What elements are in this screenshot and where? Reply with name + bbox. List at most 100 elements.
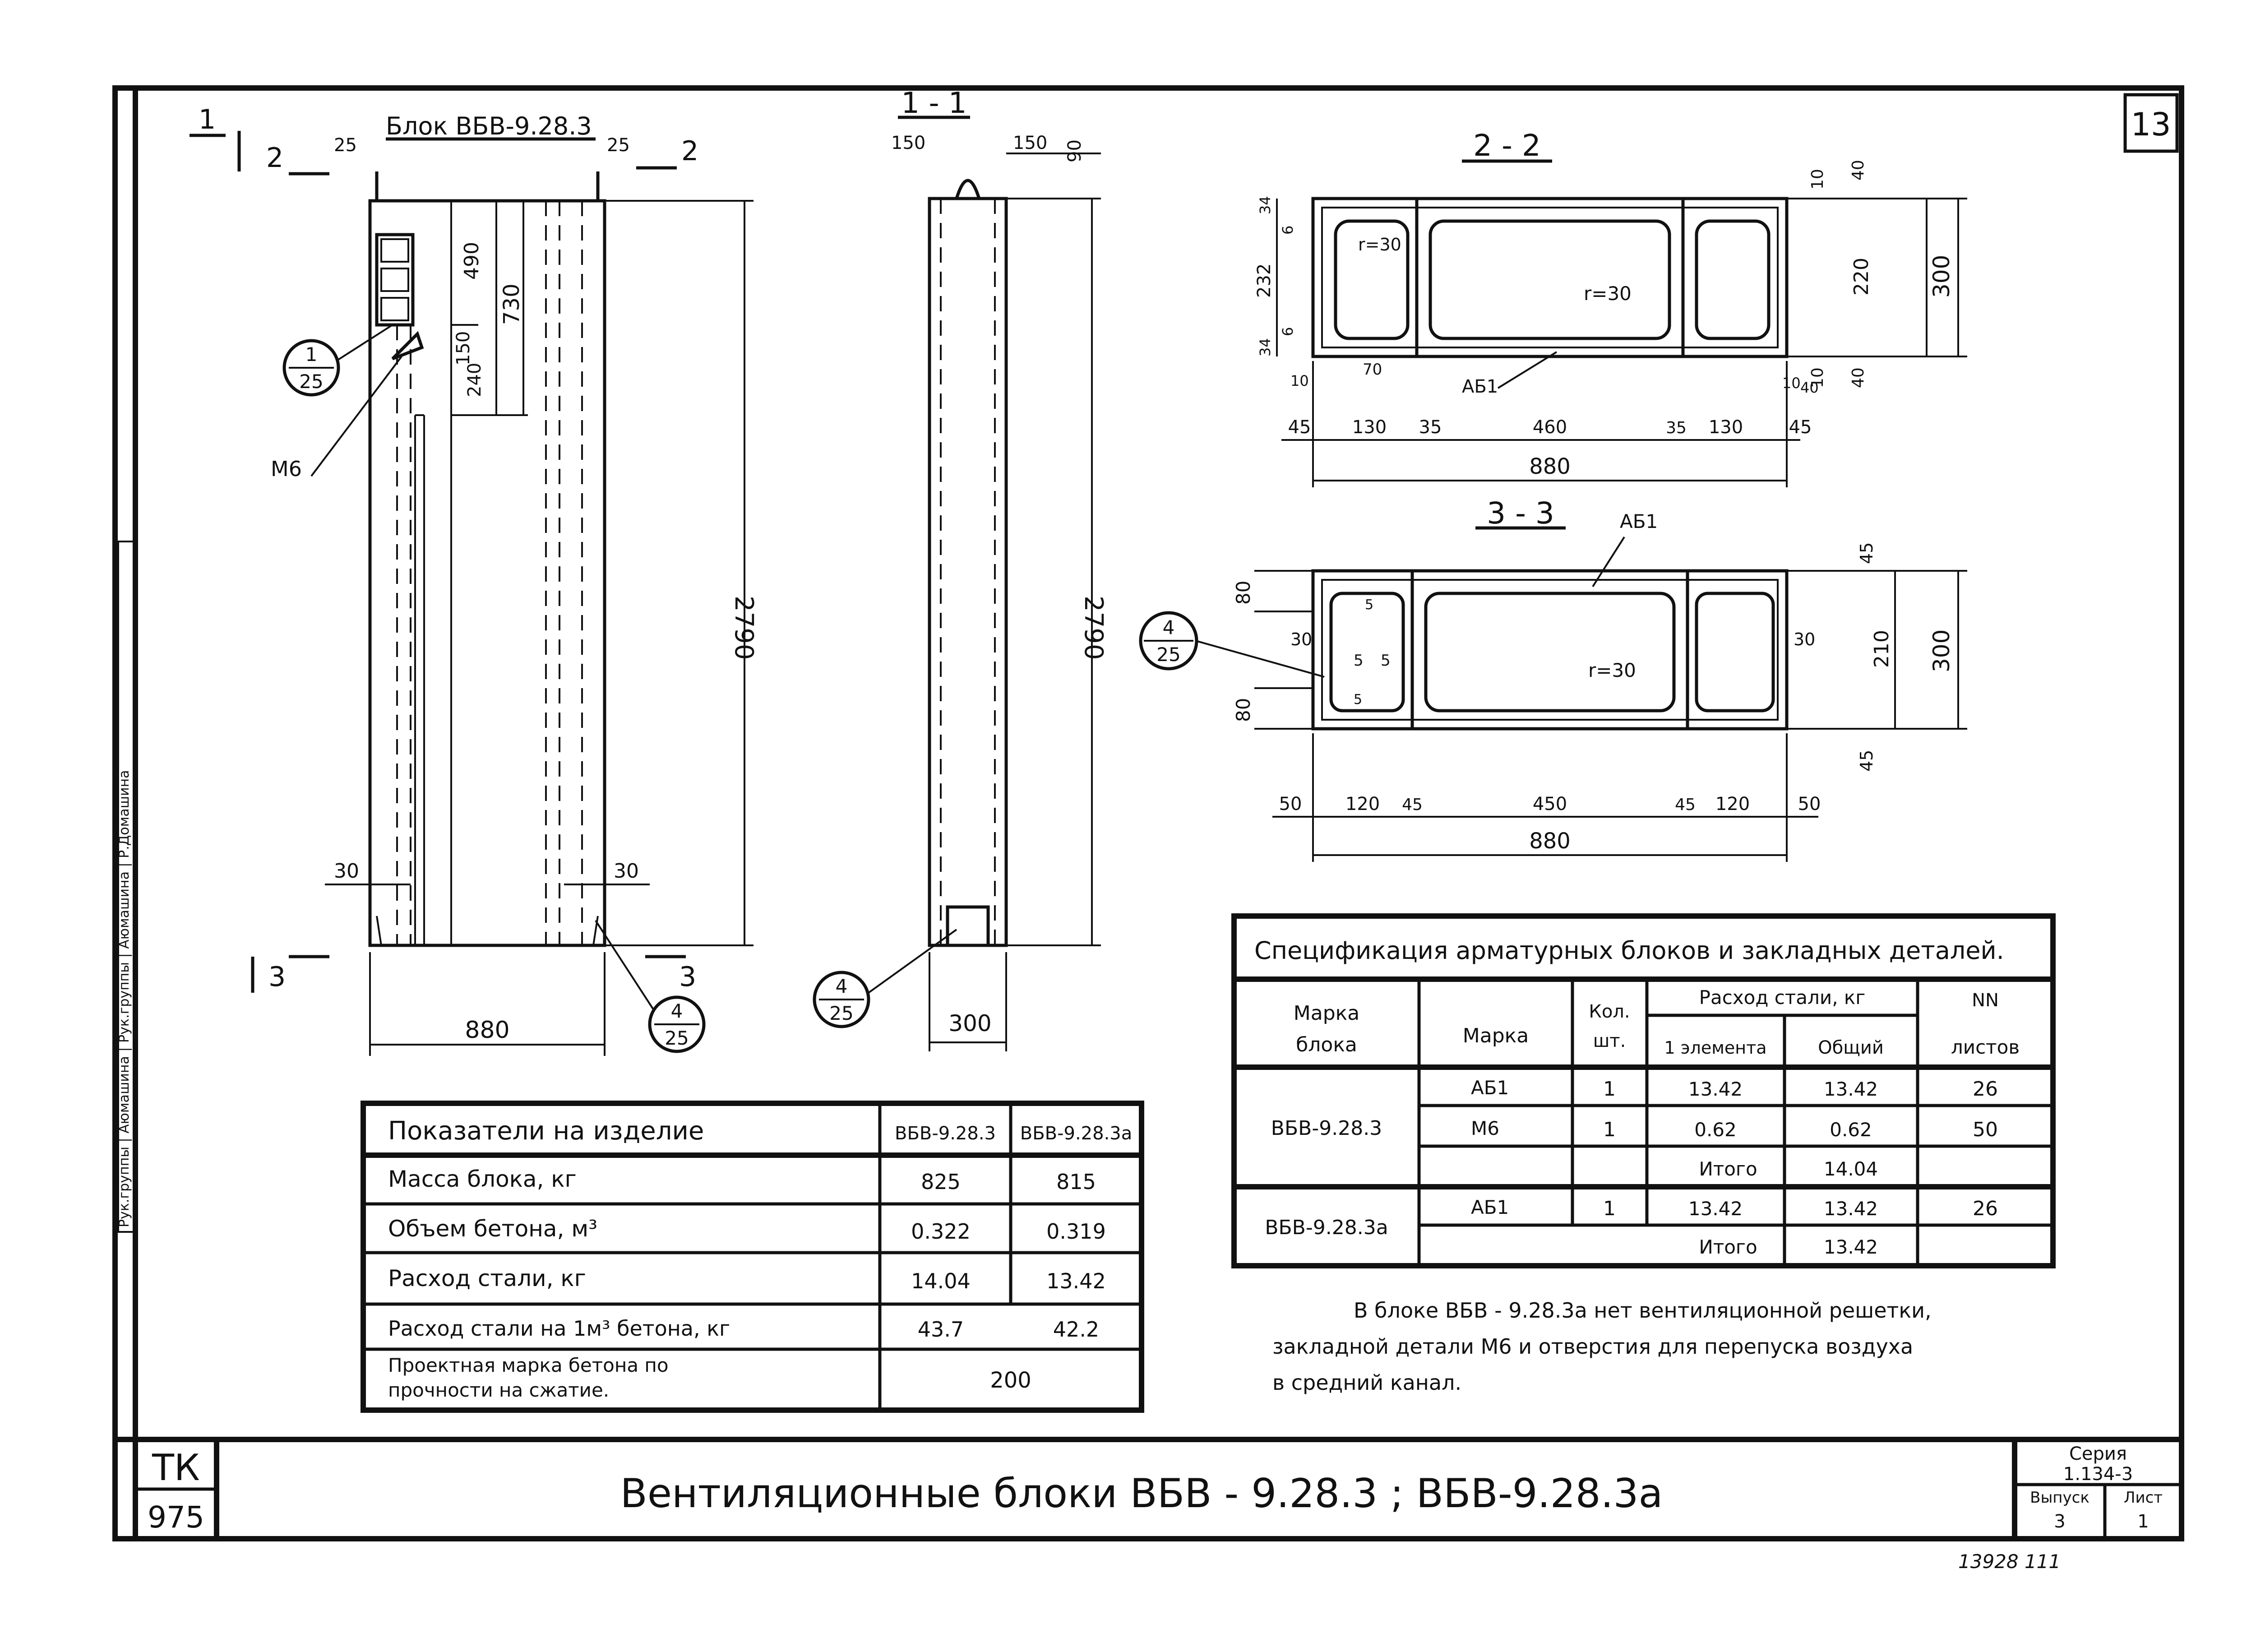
spec-r4-elem: 13.42 xyxy=(1688,1198,1743,1220)
ind-row1-v2: 815 xyxy=(1056,1170,1096,1194)
dim-bottom-left-30: 30 xyxy=(334,860,359,883)
dim-2-2-460: 460 xyxy=(1533,417,1567,438)
dim-2-2-35b: 35 xyxy=(1666,419,1687,437)
callout-1-1-den: 25 xyxy=(829,1002,853,1024)
dim-3-3-300: 300 xyxy=(1928,629,1955,672)
dim-240: 240 xyxy=(464,363,485,397)
dim-490: 490 xyxy=(460,242,483,280)
section-1-1: 1 - 1 150 150 90 2790 300 4 25 xyxy=(813,87,1108,1051)
sheet-value: 1 xyxy=(2137,1511,2149,1532)
front-view-title: Блок ВБВ-9.28.3 xyxy=(386,112,592,140)
ind-row2-v1: 0.322 xyxy=(911,1219,971,1244)
inner-5b: 5 xyxy=(1354,652,1364,670)
note-line-1: В блоке ВБВ - 9.28.3а нет вентиляционной… xyxy=(1354,1298,1932,1323)
spec-h-qty-2: шт. xyxy=(1593,1031,1626,1051)
note-line-3: в средний канал. xyxy=(1272,1370,1461,1395)
dim-front-width: 880 xyxy=(465,1017,509,1044)
series-label: Серия xyxy=(2069,1444,2127,1464)
title-block: ТК 975 Вентиляционные блоки ВБВ - 9.28.3… xyxy=(115,1437,2182,1573)
dim-3-3-50a: 50 xyxy=(1279,794,1302,814)
dim-3-3-80a: 80 xyxy=(1232,581,1254,605)
dim-2-2-6b: 6 xyxy=(1279,327,1296,336)
side-stamp: Рук.группы | Аюмашина | Рук.группы | Аюм… xyxy=(116,541,135,1233)
dim-2-2-45b: 45 xyxy=(1789,417,1812,438)
ind-row1-label: Масса блока, кг xyxy=(388,1166,577,1192)
spec-block1: ВБВ-9.28.3 xyxy=(1271,1117,1382,1140)
spec-table: Спецификация арматурных блоков и закладн… xyxy=(1231,913,2056,1268)
dim-3-3-210: 210 xyxy=(1870,630,1893,668)
spec-r2-qty: 1 xyxy=(1603,1118,1616,1141)
dim-1-1-height: 2790 xyxy=(1079,596,1108,660)
spec-h-block-mark-1: Марка xyxy=(1294,1002,1359,1025)
spec-r5-label: Итого xyxy=(1699,1236,1757,1258)
dim-2-2-34a: 34 xyxy=(1257,196,1274,214)
spec-h-qty-1: Кол. xyxy=(1589,1001,1630,1022)
dim-3-3-450: 450 xyxy=(1533,794,1567,814)
spec-r1-total: 13.42 xyxy=(1824,1078,1878,1100)
callout-bottom-den: 25 xyxy=(665,1027,689,1049)
note: В блоке ВБВ - 9.28.3а нет вентиляционной… xyxy=(1272,1298,1932,1395)
spec-h-steel: Расход стали, кг xyxy=(1699,986,1866,1009)
dim-2-2-b70: 70 xyxy=(1363,361,1382,379)
dim-150: 150 xyxy=(453,331,474,366)
spec-r2-elem: 0.62 xyxy=(1694,1119,1737,1141)
dim-2-2-34b: 34 xyxy=(1257,338,1274,356)
section-mark-3-right: 3 xyxy=(679,961,696,993)
callout-1-1-num: 4 xyxy=(836,975,848,997)
footer-note: 13928 111 xyxy=(1958,1550,2061,1573)
section-2-2-title: 2 - 2 xyxy=(1473,128,1541,163)
dim-3-3-80b: 80 xyxy=(1232,698,1254,722)
dim-3-3-45bb: 45 xyxy=(1675,796,1696,814)
side-stamp-text: Рук.группы | Аюмашина | Рук.группы | Аюм… xyxy=(116,770,132,1227)
spec-r2-sheet: 50 xyxy=(1973,1118,1998,1141)
callout-3-3-den: 25 xyxy=(1156,643,1180,666)
dim-3-3-50b: 50 xyxy=(1798,794,1821,814)
dim-2-2-40b: 40 xyxy=(1800,379,1819,396)
ind-row1-v1: 825 xyxy=(921,1170,961,1194)
section-mark-2-left: 2 xyxy=(266,142,283,174)
section-2-2: 2 - 2 r=30 r=30 АБ1 34 6 232 6 34 10 40 … xyxy=(1254,128,1967,487)
dim-2-2-300: 300 xyxy=(1928,255,1955,298)
dim-2-2-130b: 130 xyxy=(1709,417,1743,438)
label-2-2-r30-a: r=30 xyxy=(1358,235,1401,255)
dim-3-3-45a: 45 xyxy=(1857,542,1877,564)
section-3-3-title: 3 - 3 xyxy=(1487,496,1554,531)
tk-label: ТК xyxy=(152,1447,200,1489)
label-2-2-ab1: АБ1 xyxy=(1462,376,1498,397)
spec-h-block-mark-2: блока xyxy=(1296,1033,1357,1056)
ind-row3-v2: 13.42 xyxy=(1046,1269,1106,1293)
dim-2-2-b10a: 10 xyxy=(1290,372,1309,389)
spec-r4-qty: 1 xyxy=(1603,1197,1616,1220)
indicators-table: Показатели на изделие ВБВ-9.28.3 ВБВ-9.2… xyxy=(361,1101,1144,1413)
dim-2-2-10b: 10 xyxy=(1808,367,1827,388)
spec-r4-sheet: 26 xyxy=(1973,1197,1998,1220)
dim-2-2-220: 220 xyxy=(1850,258,1873,296)
dim-3-3-120b: 120 xyxy=(1715,794,1750,814)
spec-block2: ВБВ-9.28.3а xyxy=(1265,1216,1388,1239)
spec-h-sheets-2: листов xyxy=(1951,1036,2020,1058)
dim-2-2-232: 232 xyxy=(1254,264,1275,298)
spec-r1-qty: 1 xyxy=(1603,1078,1616,1101)
dim-top-left-25: 25 xyxy=(334,135,357,156)
dim-2-2-40a: 40 xyxy=(1849,160,1868,180)
section-1-1-title: 1 - 1 xyxy=(901,87,966,120)
label-m6: М6 xyxy=(271,457,302,481)
spec-r5-total: 13.42 xyxy=(1824,1236,1878,1258)
main-title: Вентиляционные блоки ВБВ - 9.28.3 ; ВБВ-… xyxy=(620,1470,1663,1517)
spec-r1-sheet: 26 xyxy=(1973,1078,1998,1101)
dim-2-2-40c: 40 xyxy=(1849,367,1868,388)
spec-r1-mark: АБ1 xyxy=(1471,1077,1509,1099)
ind-row4-v2: 42.2 xyxy=(1053,1317,1099,1342)
dim-2-2-6a: 6 xyxy=(1279,226,1296,235)
dim-3-3-30r: 30 xyxy=(1794,629,1815,649)
ind-row2-label: Объем бетона, м³ xyxy=(388,1216,597,1242)
spec-r2-total: 0.62 xyxy=(1830,1119,1872,1141)
dim-1-1-90: 90 xyxy=(1064,139,1085,162)
spec-title: Спецификация арматурных блоков и закладн… xyxy=(1254,936,2004,965)
dim-3-3-120a: 120 xyxy=(1345,794,1380,814)
issue-label: Выпуск xyxy=(2030,1489,2090,1507)
ind-row3-v1: 14.04 xyxy=(911,1269,971,1293)
sheet-label: Лист xyxy=(2124,1489,2163,1507)
ind-row4-v1: 43.7 xyxy=(918,1317,964,1342)
